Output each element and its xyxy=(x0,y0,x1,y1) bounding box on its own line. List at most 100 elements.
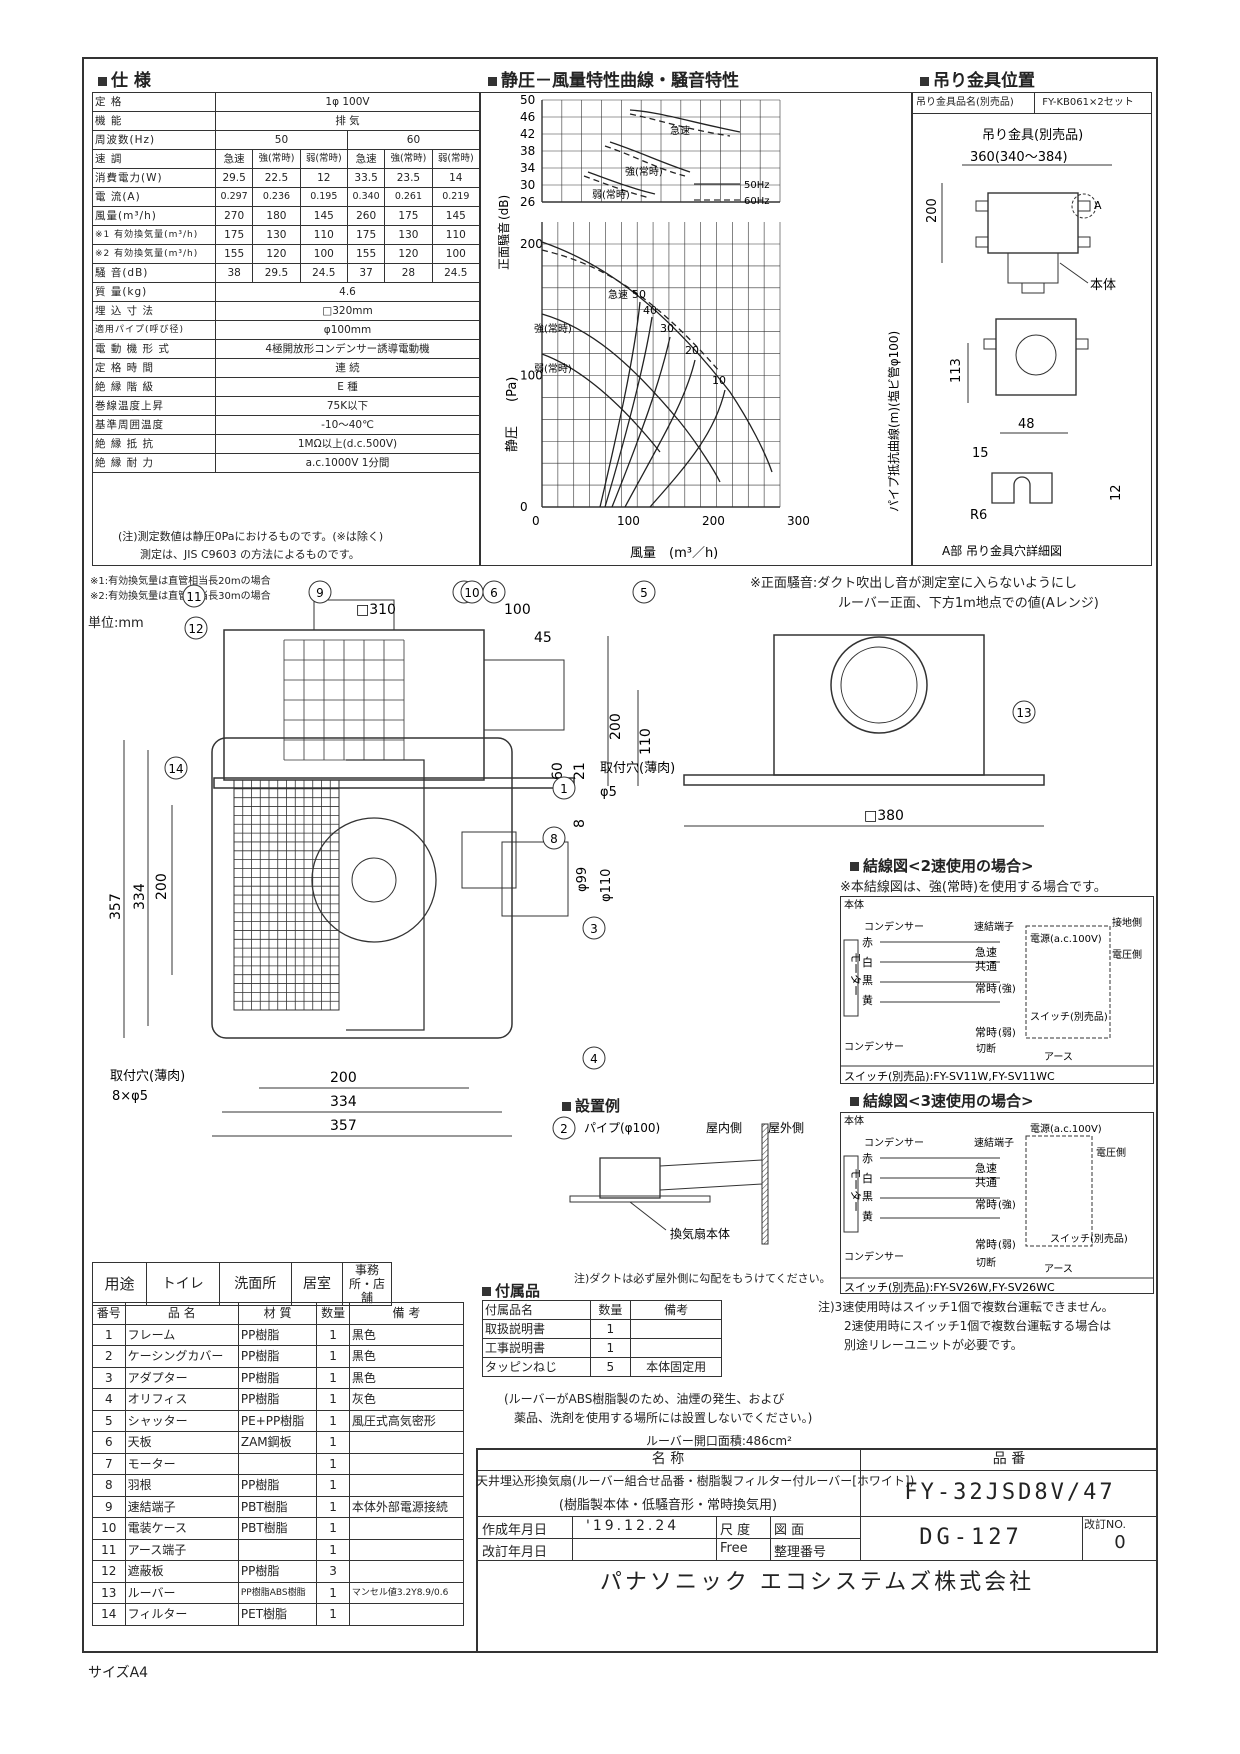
chart-panel xyxy=(480,92,912,566)
spec-value: 180 xyxy=(252,206,301,226)
parts-cell: 速結端子 xyxy=(124,1495,239,1518)
wiring3-title: 結線図<3速使用の場合> xyxy=(850,1090,1034,1111)
dim-357-h: 357 xyxy=(330,1118,357,1134)
install-indoor: 屋内側 xyxy=(706,1121,742,1135)
callout-circle xyxy=(182,584,206,608)
dim-200-h: 200 xyxy=(330,1070,357,1086)
wiring2-wire-yellow: 黄 xyxy=(862,993,873,1007)
pq-rapid-60 xyxy=(541,249,721,373)
spec-value: 29.5 xyxy=(252,263,301,283)
parts-cell: シャッター xyxy=(124,1409,239,1432)
usage-office: 事務所・店舗 xyxy=(342,1262,392,1306)
dim-200-bracket: 200 xyxy=(925,198,940,223)
spec-row: 適用パイプ(呼び径)φ100mm xyxy=(92,320,480,340)
acc-cell: 数量 xyxy=(589,1300,632,1320)
w2-l1: 急速 xyxy=(975,945,997,959)
usage-living: 居室 xyxy=(291,1262,343,1306)
parts-cell: PE+PP樹脂 xyxy=(237,1409,318,1432)
x-axis-label: 風量 (m³／h) xyxy=(630,546,718,561)
wiring3-wire-yellow: 黄 xyxy=(862,1209,873,1223)
parts-cell: 1 xyxy=(316,1366,350,1389)
acc-cell: 備考 xyxy=(630,1300,722,1320)
dim-12: 12 xyxy=(1109,484,1124,501)
parts-cell: 10 xyxy=(92,1517,126,1540)
tb-created-label: 作成年月日 xyxy=(482,1523,548,1538)
tb-revised-label: 改訂年月日 xyxy=(482,1545,548,1560)
tick-label: 26 xyxy=(520,195,535,209)
noise-axis-label: 正面騒音 xyxy=(496,222,511,270)
technical-drawing: □310 100 45 60 200 110 21 8 □380 357 334… xyxy=(108,580,1045,1140)
parts-cell: 13 xyxy=(92,1581,126,1604)
parts-cell xyxy=(348,1431,465,1454)
louver-area: ルーバー開口面積:486cm² xyxy=(646,1434,792,1448)
spec-value: 28 xyxy=(384,263,433,283)
w2-l3: 常時 xyxy=(975,982,997,995)
acc-cell: 工事説明書 xyxy=(482,1338,591,1358)
acc-cell xyxy=(630,1338,722,1358)
size-label: サイズA4 xyxy=(88,1665,149,1681)
wiring2-title: 結線図<2速使用の場合> xyxy=(850,855,1034,876)
parts-header: 材 質 xyxy=(237,1302,318,1325)
dim-334-h: 334 xyxy=(330,1094,357,1110)
plan-view-adapter xyxy=(501,841,569,917)
spec-value: 38 xyxy=(214,263,254,283)
pipe-label-20: 20 xyxy=(685,344,699,357)
dim-phi110: φ110 xyxy=(599,869,614,902)
wiring3-cut: 切断 xyxy=(976,1256,996,1269)
parts-cell: PP樹脂 xyxy=(237,1388,318,1411)
noise-strong-60 xyxy=(604,145,686,177)
parts-cell: 8 xyxy=(92,1474,126,1497)
parts-cell: PP樹脂 xyxy=(237,1323,318,1346)
bracket-header: 吊り金具品名(別売品) FY-KB061×2セット xyxy=(913,93,1151,114)
callout-circle xyxy=(552,776,576,800)
legend-60hz: 60Hz xyxy=(744,196,770,207)
tb-company: パナソニック エコシステムズ株式会社 xyxy=(599,1570,1035,1595)
wiring3-power: 電源(a.c.100V) xyxy=(1030,1122,1102,1135)
pipe-40 xyxy=(604,316,653,508)
parts-cell: 3 xyxy=(92,1366,126,1389)
callout-number: 9 xyxy=(316,586,324,600)
pipe-label-10: 10 xyxy=(712,374,726,387)
mount-8x5: 8×φ5 xyxy=(112,1089,148,1104)
dim-360: 360(340〜384) xyxy=(970,150,1068,165)
hanger-label: 吊り金具(別売品) xyxy=(982,127,1083,143)
usage-header: 用途 xyxy=(91,1262,148,1306)
parts-cell: 黒色 xyxy=(348,1366,465,1389)
dim-15: 15 xyxy=(972,446,989,461)
w3-l4: (強) xyxy=(998,1198,1016,1211)
bracket-caption: A部 吊り金具穴詳細図 xyxy=(942,543,1062,558)
spec-note-2: 測定は、JIS C9603 の方法によるものです。 xyxy=(140,548,360,561)
pipe-label-40: 40 xyxy=(643,304,657,317)
unit-label: 単位:mm xyxy=(88,616,144,631)
bracket-header-label: 吊り金具品名(別売品) xyxy=(913,93,1035,113)
tb-model: FY-32JSD8V/47 xyxy=(860,1470,1159,1516)
parts-cell xyxy=(348,1538,465,1561)
parts-cell: 1 xyxy=(316,1495,350,1518)
parts-cell: 黒色 xyxy=(348,1345,465,1368)
parts-cell xyxy=(348,1603,465,1626)
noise-label-weak: 弱(常時) xyxy=(592,188,630,201)
pq-strong-50 xyxy=(541,313,721,483)
wiring2-note: ※本結線図は、強(常時)を使用する場合です。 xyxy=(840,880,1107,895)
spec-label: 巻線温度上昇 xyxy=(92,396,216,416)
acc-cell: 5 xyxy=(589,1357,632,1377)
mount-hole-label-2: 取付穴(薄肉) xyxy=(110,1069,185,1084)
callout-number: 5 xyxy=(640,586,648,600)
acc-cell xyxy=(630,1319,722,1339)
acc-cell: 1 xyxy=(589,1319,632,1339)
install-body: 換気扇本体 xyxy=(670,1226,730,1241)
spec-value: 33.5 xyxy=(346,168,386,188)
parts-cell: 本体外部電源接続 xyxy=(348,1495,465,1518)
parts-cell: ルーバー xyxy=(124,1581,239,1604)
parts-cell: 天板 xyxy=(124,1431,239,1454)
tb-drawing-label: 図 面 xyxy=(774,1523,805,1538)
usage-toilet: トイレ xyxy=(146,1262,220,1306)
callout-circle xyxy=(308,580,332,604)
